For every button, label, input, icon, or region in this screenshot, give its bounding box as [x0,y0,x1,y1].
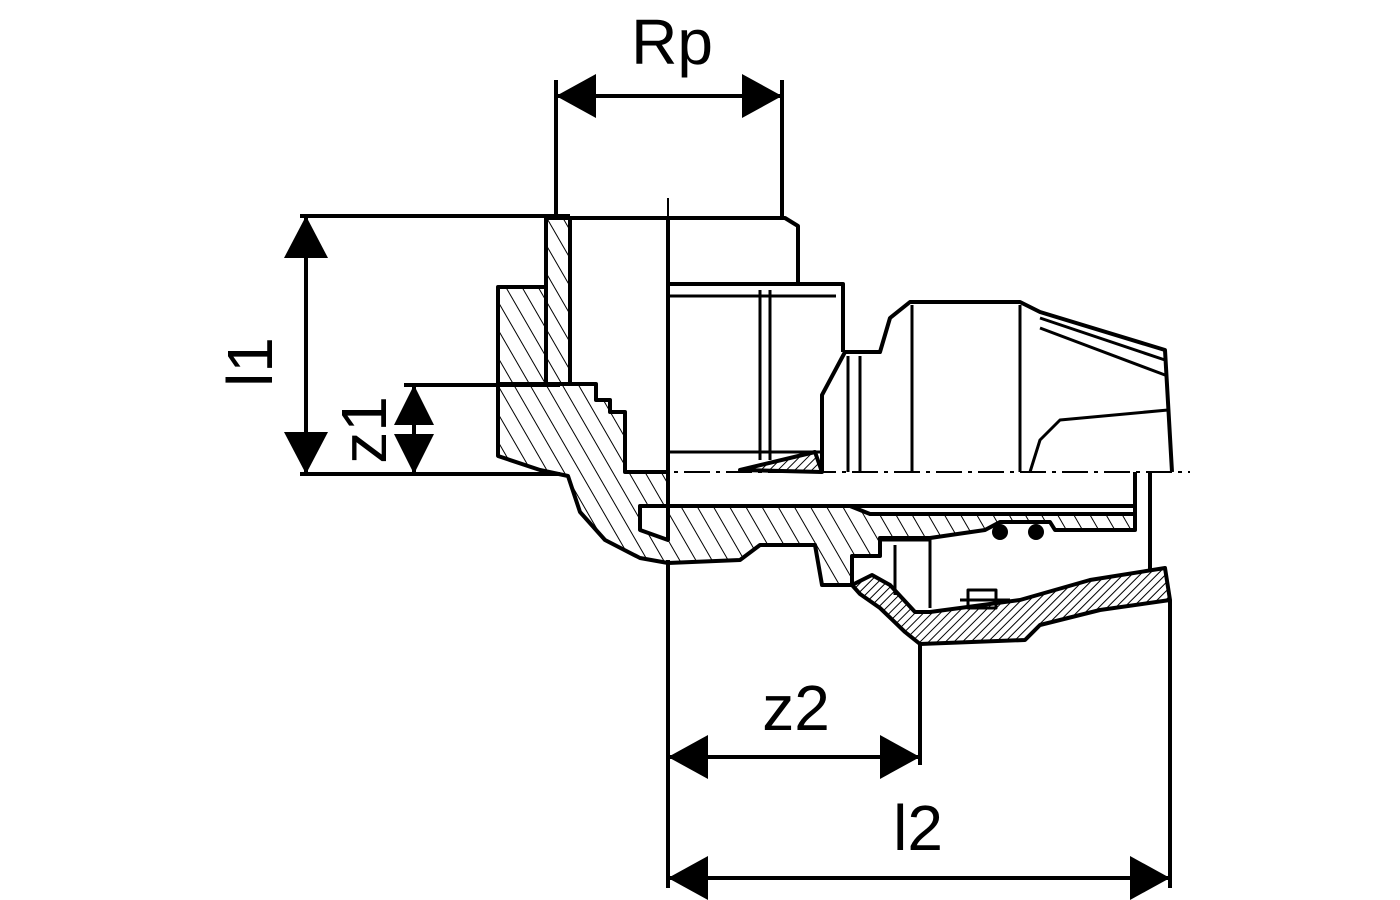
l1-label: l1 [214,337,286,387]
z2-arrow-left [668,735,708,779]
socket-left-wall [496,285,548,386]
sleeve-inner-curve [1028,408,1169,473]
l2-arrow-right [1130,856,1170,900]
dimension-rp: Rp [554,6,784,218]
z1-arrow-top [394,385,434,425]
l2-label: l2 [893,792,943,864]
socket-top-edge [570,216,800,284]
lower-sleeve-band [850,566,1172,646]
rp-label: Rp [631,6,713,78]
sleeve-outline [820,300,1174,473]
lower-sleeve-inner [880,538,932,608]
socket-upper-wall [544,216,572,386]
l2-arrow-left [668,856,708,900]
l1-arrow-top [284,216,328,258]
rp-arrow-left [556,74,596,118]
sleeve-cone-line-2 [1039,326,1166,377]
lower-sleeve [850,538,1172,646]
o-ring-2 [1028,524,1044,540]
z2-label: z2 [762,672,830,744]
dimension-z2: z2 [666,560,922,888]
l1-arrow-bottom [284,432,328,474]
z1-arrow-bottom [394,434,434,474]
rp-arrow-right [742,74,782,118]
z2-arrow-right [880,735,920,779]
press-sleeve [820,300,1174,600]
dimension-l2: l2 [668,600,1172,900]
dimension-z1: z1 [328,383,560,474]
fitting-body [496,216,1137,587]
threaded-insert [570,216,845,474]
sleeve-cone-line-1 [1039,316,1166,362]
z1-label: z1 [328,396,400,464]
dimension-l1: l1 [214,214,570,476]
insert-outline-top [668,282,845,352]
elbow-lower-body [496,382,1137,587]
insert-thread-end [738,450,824,474]
o-rings [992,524,1044,540]
o-ring-1 [992,524,1008,540]
